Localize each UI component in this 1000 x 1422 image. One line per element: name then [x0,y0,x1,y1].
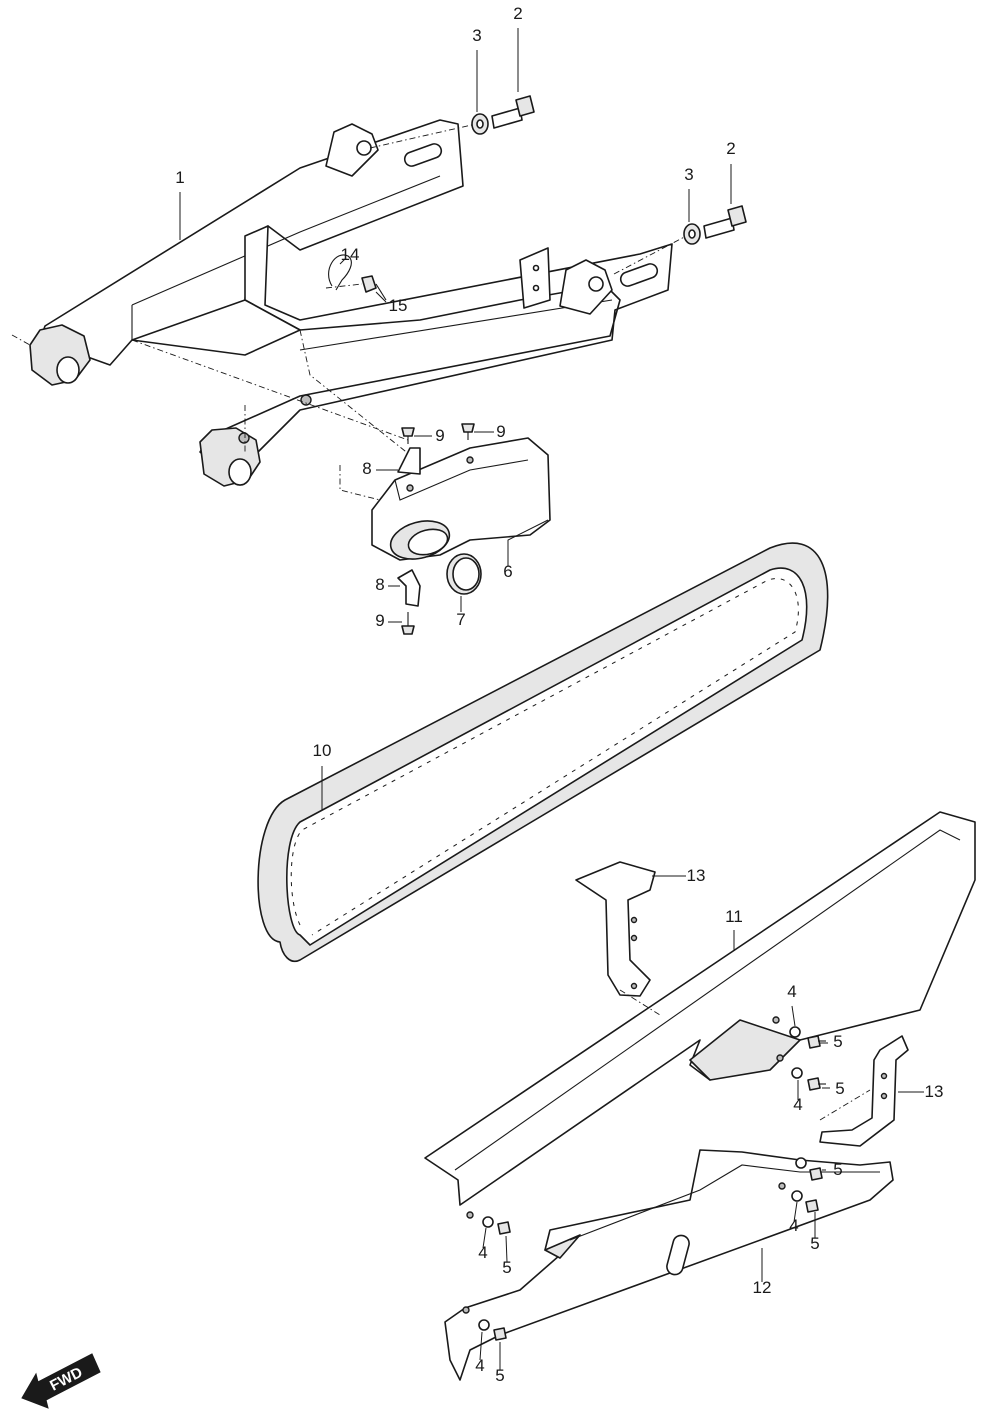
callout-label: 13 [687,866,706,885]
bracket-upper [397,447,421,475]
screw-9b [461,423,475,433]
callout-label: 13 [925,1082,944,1101]
callout-label: 1 [175,168,184,187]
callout-label: 9 [375,611,384,630]
callout-label: 11 [725,907,743,926]
bracket-lower [397,569,421,607]
callout-label: 6 [503,562,512,581]
callout-label: 7 [456,610,465,629]
callout-label: 9 [496,422,505,441]
mount-bracket-13a [575,861,656,997]
bolt-washer-lower [613,205,747,275]
callout-label: 3 [472,26,481,45]
callout-label: 3 [684,165,693,184]
screw-9c [401,625,415,635]
callout-label: 4 [787,982,796,1001]
callout-label: 4 [478,1243,487,1262]
callout-label: 4 [793,1095,802,1114]
callout-label: 5 [810,1234,819,1253]
callout-label: 5 [833,1032,842,1051]
callout-label: 2 [513,4,522,23]
callout-label: 14 [341,245,360,264]
callout-label: 8 [362,459,371,478]
callout-label: 4 [475,1356,484,1375]
screw-9a [401,427,415,437]
callout-label: 5 [495,1366,504,1385]
callout-label: 15 [389,296,408,315]
fwd-arrow: FWD [21,1353,101,1409]
bolt-washer-upper [369,95,535,149]
wire-clip [325,254,387,301]
callout-label: 10 [313,741,332,760]
swing-arm [11,119,673,487]
callout-label: 5 [835,1079,844,1098]
callout-label: 5 [833,1160,842,1179]
callout-label: 2 [726,139,735,158]
belt-case [371,437,551,561]
callout-label: 9 [435,426,444,445]
drive-belt [257,542,829,962]
callout-label: 12 [753,1278,772,1297]
leader-lines [179,28,924,1370]
callout-label: 8 [375,575,384,594]
callout-label: 5 [502,1258,511,1277]
hardware-set [478,989,871,1341]
lower-belt-guard [444,1149,894,1381]
mount-bracket-13b [819,1035,909,1147]
callout-label: 4 [789,1216,798,1235]
upper-belt-guard [424,811,976,1219]
